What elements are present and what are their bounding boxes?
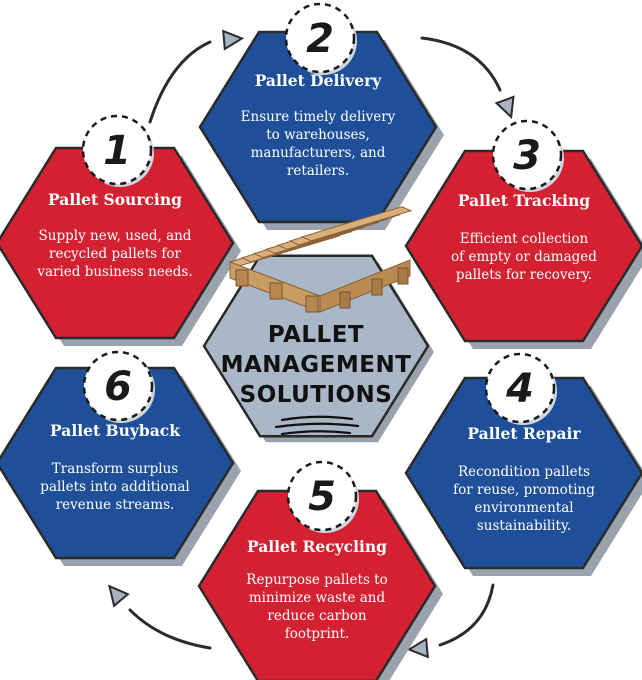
step-desc-line: to warehouses, [266,127,370,143]
step-title: Pallet Delivery [255,71,383,90]
cycle-arrows [107,29,515,659]
badge-circle [286,460,358,532]
pallet-block [269,282,283,300]
step-number-badge: 2 [284,2,357,75]
step-desc-line: footprint. [285,626,350,642]
center-title-line-2: MANAGEMENT [221,352,412,378]
step-desc-line: environmental [474,500,573,516]
badge-circle [81,114,153,186]
step-desc-line: pallets for recovery. [456,267,592,283]
step-desc-line: Ensure timely delivery [241,109,396,125]
pallet-block [397,267,409,285]
step-desc-line: varied business needs. [36,264,192,280]
step-desc-line: for reuse, promoting [453,482,595,498]
connector-arrow [438,583,495,647]
pallet-block [339,291,351,309]
hex-shape [0,366,235,560]
arrow-head [494,95,515,120]
step-desc-line: manufacturers, and [251,145,386,161]
pallet-block [371,278,383,296]
step-number: 6 [104,364,132,410]
step-number: 1 [103,128,131,174]
center-hex-shape [202,254,430,438]
step-desc-line: minimize waste and [249,590,386,606]
connector-arrow [420,36,502,92]
hex-shape [404,376,642,570]
step-desc-line: Efficient collection [460,231,589,247]
step-number-badge: 1 [81,114,154,187]
step-desc-line: of empty or damaged [451,249,597,265]
pallet-block [305,295,319,313]
center-title-line-1: PALLET [268,322,364,348]
step-desc-line: Recondition pallets [458,464,590,480]
step-desc-line: Supply new, used, and [39,228,192,244]
badge-circle [82,350,154,422]
connector-arrow [128,608,212,650]
step-desc-line: recycled pallets for [49,246,182,262]
badge-circle [491,119,563,191]
step-title: Pallet Tracking [458,191,590,210]
step-number: 2 [306,16,334,62]
step-title: Pallet Sourcing [48,190,182,209]
step-desc-line: sustainability. [477,518,571,534]
step-desc-line: pallets into additional [40,479,189,495]
step-desc-line: retailers. [287,163,349,179]
hex-shape [404,149,642,343]
pallet-block [235,269,249,287]
step-desc-line: reduce carbon [267,608,366,624]
hex-shape [0,146,235,340]
step-desc-line: Repurpose pallets to [246,572,387,588]
step-desc-line: revenue streams. [56,497,175,513]
center-title-line-3: SOLUTIONS [240,382,393,408]
step-desc-line: Transform surplus [52,461,179,477]
step-title: Pallet Recycling [247,537,387,556]
step-title: Pallet Buyback [50,421,180,440]
step-number: 3 [513,133,541,179]
step-number-badge: 6 [82,350,155,423]
badge-circle [484,352,556,424]
step-title: Pallet Repair [467,424,581,443]
step-number-badge: 3 [491,119,564,192]
hex-shape [197,489,437,680]
center-hexagon: PALLET MANAGEMENT SOLUTIONS [202,206,434,443]
step-number-badge: 4 [484,352,557,425]
step-number-badge: 5 [286,460,359,533]
connector-arrow [148,40,212,124]
arrow-head [406,637,429,659]
center-underline-scribble [274,415,360,436]
arrow-head [107,584,130,608]
badge-circle [284,2,356,74]
step-number: 5 [308,474,336,520]
step-number: 4 [505,366,534,412]
pallet-icon [228,206,413,313]
arrow-head [222,29,245,51]
pallet-slat [300,206,413,242]
